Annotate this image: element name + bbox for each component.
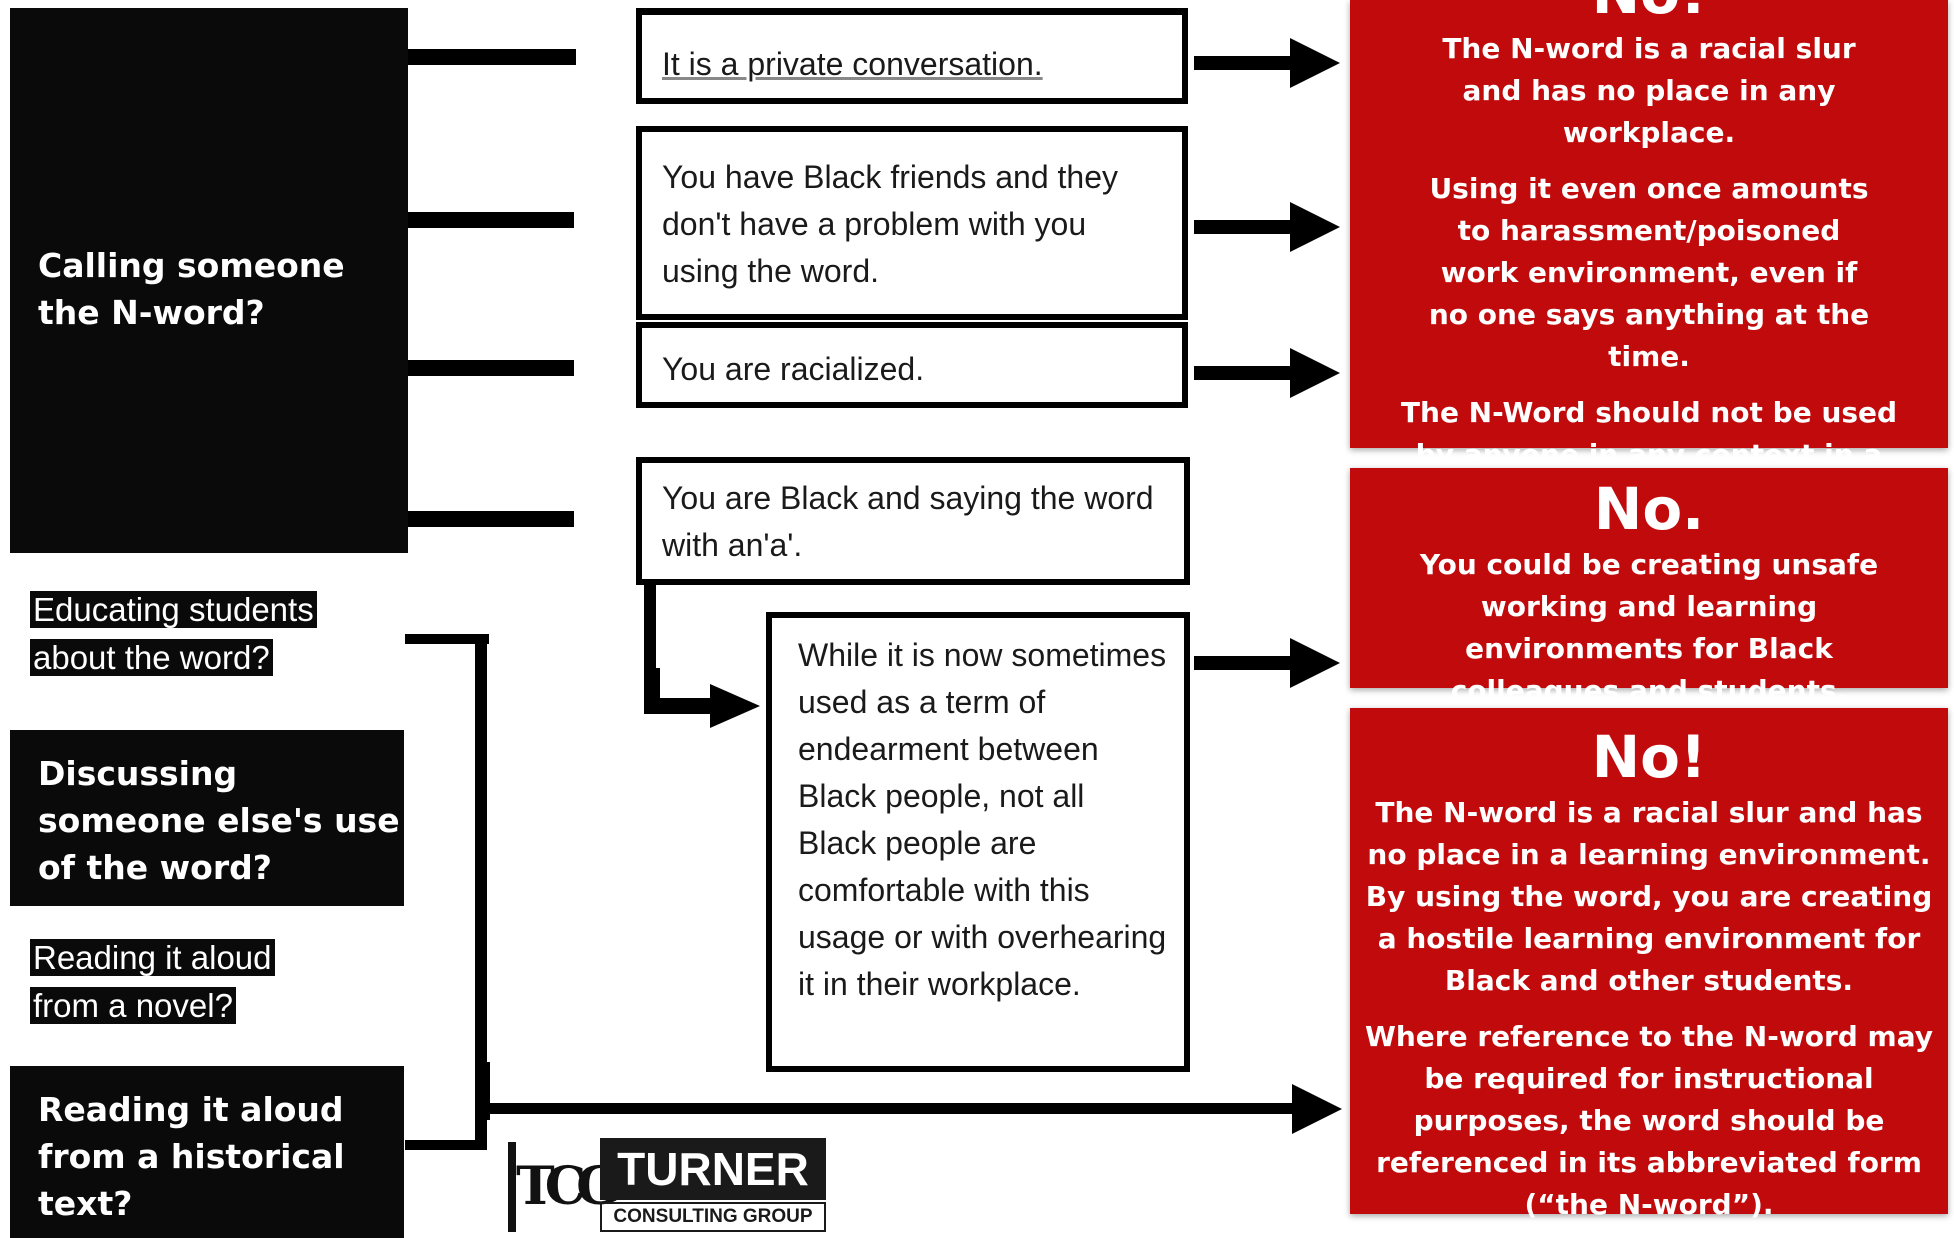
logo-tagline: CONSULTING GROUP — [600, 1202, 826, 1232]
reason-racialized: You are racialized. — [636, 322, 1188, 408]
answer-first: No! The N-word is a racial slur and has … — [1350, 0, 1948, 555]
answer-first-heading: No! — [1370, 0, 1928, 28]
reason-private: It is a private conversation. — [636, 8, 1188, 104]
question-reading-historical-text: Reading it aloud from a historical text? — [38, 1090, 345, 1223]
reason-endearment-text: While it is now sometimes used as a term… — [798, 637, 1167, 1002]
connector-to-third-answer — [478, 1103, 1310, 1114]
reason-endearment: While it is now sometimes used as a term… — [766, 612, 1190, 1072]
question-educating: Educating students about the word? — [30, 586, 360, 682]
reason-racialized-text: You are racialized. — [662, 351, 925, 387]
connector-calling-4 — [408, 511, 574, 527]
arrow-head-5 — [1292, 1084, 1342, 1134]
question-reading-novel: Reading it aloud from a novel? — [30, 934, 320, 1030]
arrow-shaft-4 — [1194, 656, 1294, 670]
question-reading-historical: Reading it aloud from a historical text? — [10, 1066, 404, 1238]
arrow-head-1 — [1290, 38, 1340, 88]
connector-calling-2 — [408, 212, 574, 228]
answer-third: No! The N-word is a racial slur and has … — [1350, 708, 1948, 1221]
bracket-bottom — [405, 1140, 487, 1150]
connector-black-across — [656, 698, 720, 714]
answer-third-p1: The N-word is a racial slur and has no p… — [1365, 796, 1933, 997]
connector-black-down — [644, 580, 656, 680]
reason-friends-text: You have Black friends and they don't ha… — [662, 159, 1119, 289]
bracket-top — [405, 634, 489, 644]
answer-second: No. You could be creating unsafe working… — [1350, 468, 1948, 707]
connector-calling-1 — [408, 49, 576, 65]
connector-calling-3 — [408, 360, 574, 376]
question-educating-text: Educating students about the word? — [30, 591, 317, 676]
arrow-head-3 — [1290, 348, 1340, 398]
question-calling: Calling someone the N-word? — [10, 8, 408, 553]
arrow-head-4 — [1290, 638, 1340, 688]
question-reading-novel-text: Reading it aloud from a novel? — [30, 939, 275, 1024]
reason-black: You are Black and saying the word with a… — [636, 457, 1190, 585]
arrow-shaft-3 — [1194, 366, 1294, 380]
connector-black-corner — [644, 668, 660, 714]
reason-private-text: It is a private conversation. — [662, 46, 1043, 82]
answer-second-p1: You could be creating unsafe working and… — [1419, 548, 1879, 707]
logo-name: TURNER — [600, 1138, 826, 1200]
arrow-shaft-2 — [1194, 220, 1294, 234]
logo: TCG TURNER CONSULTING GROUP — [508, 1136, 828, 1236]
answer-third-p2: Where reference to the N-word may be req… — [1364, 1020, 1934, 1221]
bracket-vertical — [475, 634, 487, 1149]
reason-black-text: You are Black and saying the word with a… — [662, 480, 1154, 563]
reason-friends: You have Black friends and they don't ha… — [636, 126, 1188, 320]
arrow-shaft-1 — [1194, 56, 1294, 70]
answer-first-p1: The N-word is a racial slur and has no p… — [1442, 32, 1856, 149]
question-calling-text: Calling someone the N-word? — [38, 246, 345, 332]
arrow-to-endearment — [710, 684, 760, 728]
question-discussing: Discussing someone else's use of the wor… — [10, 730, 404, 906]
answer-second-heading: No. — [1593, 475, 1705, 543]
logo-mark: TCG — [508, 1142, 621, 1232]
question-discussing-text: Discussing someone else's use of the wor… — [38, 754, 400, 887]
answer-first-p2: Using it even once amounts to harassment… — [1428, 172, 1870, 373]
answer-third-heading: No! — [1591, 723, 1707, 791]
arrow-head-2 — [1290, 202, 1340, 252]
